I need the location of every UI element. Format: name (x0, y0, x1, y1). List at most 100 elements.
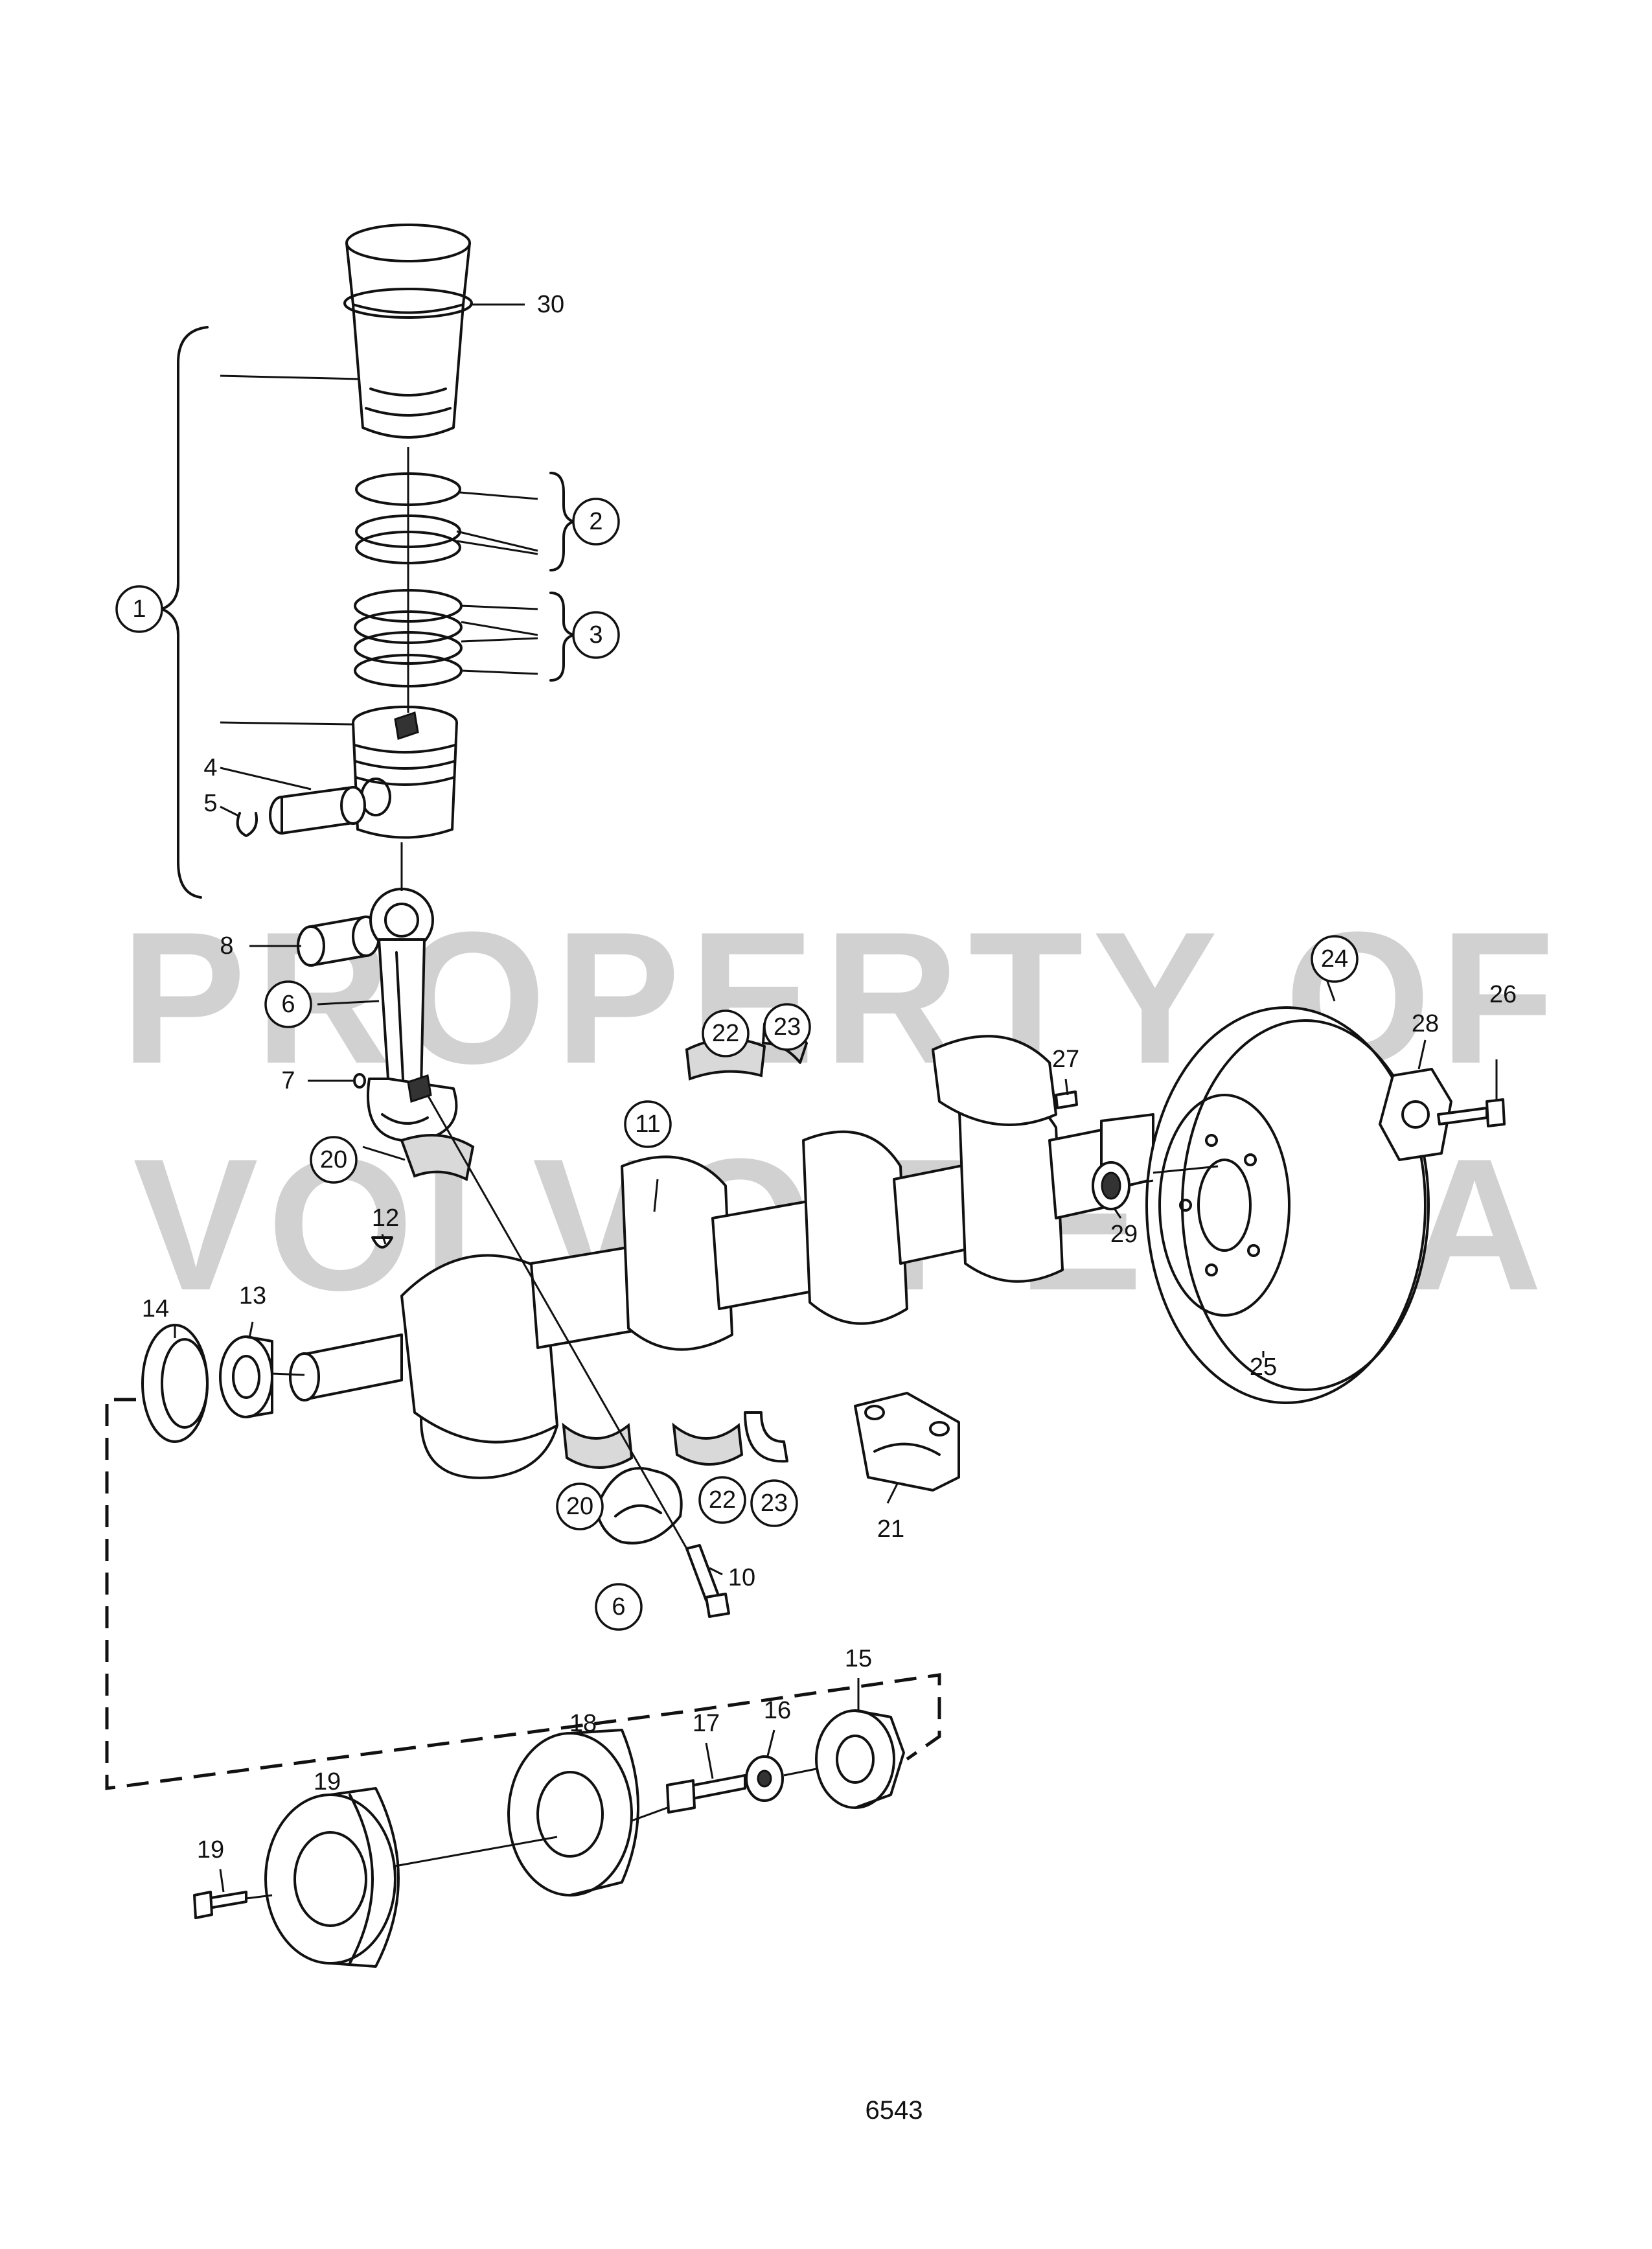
callout-15[interactable]: 16 (764, 1697, 791, 1724)
connecting-rod-bolt[interactable] (685, 1544, 730, 1618)
seal-ring[interactable] (141, 1324, 209, 1443)
flywheel-bolt[interactable] (1437, 1098, 1506, 1127)
hub-washer[interactable] (745, 1755, 784, 1802)
callout-9[interactable]: 10 (728, 1564, 755, 1591)
callout-23-lower[interactable]: 23 (750, 1479, 798, 1527)
callout-13[interactable]: 14 (142, 1295, 169, 1322)
svg-text:22: 22 (709, 1486, 736, 1514)
callout-30[interactable]: 30 (537, 291, 564, 318)
svg-text:27: 27 (1052, 1046, 1079, 1073)
svg-text:29: 29 (1110, 1221, 1138, 1248)
callout-26[interactable]: 27 (1052, 1046, 1079, 1073)
main-bearing-cap[interactable] (854, 1392, 960, 1492)
callout-29[interactable]: 28 (1412, 1010, 1439, 1037)
svg-text:19: 19 (314, 1768, 341, 1795)
callout-10[interactable]: 11 (624, 1100, 672, 1148)
piston-pin[interactable] (269, 786, 366, 835)
callout-25[interactable]: 25 (1250, 1354, 1277, 1381)
callout-4[interactable]: 4 (203, 754, 217, 781)
callout-2[interactable]: 2 (572, 498, 620, 546)
thrust-washer-lower[interactable] (744, 1411, 788, 1463)
svg-text:22: 22 (712, 1020, 739, 1047)
callout-17[interactable]: 18 (569, 1710, 597, 1737)
callout-12[interactable]: 13 (239, 1282, 266, 1309)
callout-6-upper[interactable]: 6 (264, 980, 312, 1028)
assembly-lines (246, 447, 1219, 1900)
svg-text:15: 15 (845, 1645, 872, 1672)
callout-6-lower[interactable]: 6 (595, 1583, 643, 1631)
bearing-shell-lower-20[interactable] (562, 1422, 634, 1469)
callout-19[interactable]: 19 (197, 1836, 224, 1863)
lock-plate[interactable] (1379, 1068, 1452, 1161)
svg-text:20: 20 (320, 1146, 347, 1173)
svg-text:17: 17 (693, 1710, 720, 1737)
leader-lines (174, 303, 1498, 1893)
callout-11[interactable]: 12 (372, 1205, 399, 1232)
callout-20-upper[interactable]: 20 (310, 1136, 358, 1184)
svg-text:21: 21 (877, 1516, 904, 1543)
svg-text:28: 28 (1412, 1010, 1439, 1037)
svg-text:10: 10 (728, 1564, 755, 1591)
svg-text:14: 14 (142, 1295, 169, 1322)
callout-8[interactable]: 8 (220, 932, 233, 960)
cylinder-liner[interactable] (343, 224, 473, 439)
svg-text:13: 13 (239, 1282, 266, 1309)
callout-23-upper[interactable]: 23 (763, 1003, 811, 1051)
callout-5[interactable]: 5 (203, 790, 217, 817)
svg-text:23: 23 (761, 1490, 788, 1517)
dashed-alignment-line (105, 1398, 941, 1790)
pulley-bolt[interactable] (193, 1891, 247, 1919)
callout-22-upper[interactable]: 22 (702, 1009, 750, 1057)
callout-28[interactable]: 29 (1110, 1221, 1138, 1248)
svg-text:6: 6 (612, 1593, 625, 1620)
svg-text:4: 4 (203, 754, 217, 781)
svg-text:11: 11 (635, 1111, 660, 1138)
crankshaft-gear[interactable] (219, 1335, 273, 1418)
svg-text:2: 2 (589, 508, 602, 535)
dowel-pin-26[interactable] (1055, 1090, 1078, 1109)
circlip[interactable] (236, 812, 258, 837)
svg-text:1: 1 (132, 595, 146, 623)
callout-1[interactable]: 1 (115, 585, 163, 633)
crankshaft-pulley[interactable] (507, 1729, 639, 1897)
callout-7[interactable]: 7 (281, 1067, 295, 1094)
svg-text:6: 6 (281, 991, 295, 1018)
callout-18[interactable]: 19 (314, 1768, 341, 1795)
svg-text:20: 20 (566, 1493, 593, 1520)
svg-text:24: 24 (1321, 945, 1348, 973)
crankshaft[interactable] (289, 1035, 1154, 1479)
svg-text:7: 7 (281, 1067, 295, 1094)
svg-text:19: 19 (197, 1836, 224, 1863)
svg-text:3: 3 (589, 621, 602, 649)
svg-text:25: 25 (1250, 1354, 1277, 1381)
callout-27[interactable]: 26 (1489, 981, 1517, 1008)
drawing-number: 6543 (866, 2096, 923, 2125)
callout-24[interactable]: 24 (1311, 935, 1359, 983)
callout-20-lower[interactable]: 20 (556, 1482, 604, 1530)
callout-16[interactable]: 17 (693, 1710, 720, 1737)
svg-text:5: 5 (203, 790, 217, 817)
callout-14[interactable]: 15 (845, 1645, 872, 1672)
connecting-rod-cap[interactable] (595, 1467, 683, 1545)
svg-text:23: 23 (774, 1013, 801, 1041)
piston[interactable] (352, 706, 458, 839)
svg-text:30: 30 (537, 291, 564, 318)
svg-text:16: 16 (764, 1697, 791, 1724)
svg-text:8: 8 (220, 932, 233, 960)
callout-22-lower[interactable]: 22 (698, 1476, 746, 1524)
connecting-rod[interactable] (366, 888, 458, 1142)
woodruff-key[interactable] (371, 1236, 393, 1249)
hub-bolt[interactable] (666, 1774, 746, 1814)
pilot-bearing[interactable] (1092, 1161, 1130, 1210)
callout-3[interactable]: 3 (572, 611, 620, 659)
v-belt-pulley[interactable] (264, 1787, 400, 1968)
flywheel[interactable] (1145, 1006, 1430, 1404)
crankshaft-hub[interactable] (815, 1709, 905, 1809)
dowel-pin-7[interactable] (353, 1073, 366, 1089)
bearing-shell-lower-22[interactable] (672, 1422, 744, 1466)
bearing-shell-upper[interactable] (400, 1134, 475, 1181)
callout-21[interactable]: 21 (877, 1516, 904, 1543)
svg-text:18: 18 (569, 1710, 597, 1737)
svg-text:12: 12 (372, 1205, 399, 1232)
